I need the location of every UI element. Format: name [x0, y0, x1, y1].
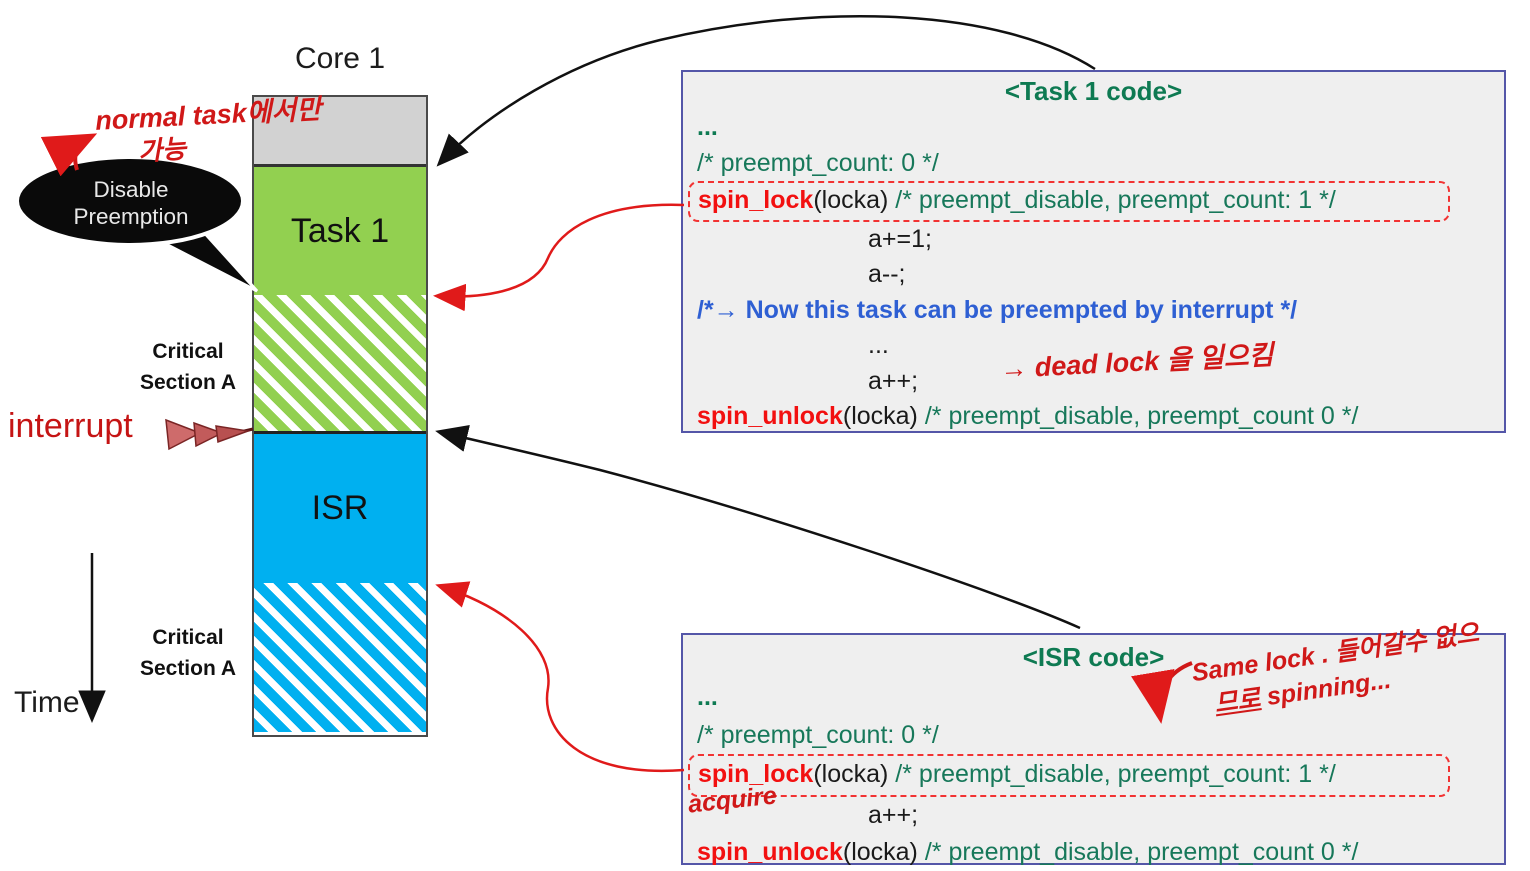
preempt-count-comment: /* preempt_count: 0 */	[697, 148, 939, 177]
task1-code-title: <Task 1 code>	[1004, 76, 1183, 106]
critical-section-label-isr: Critical Section A	[128, 622, 248, 684]
stmt-a-plus-1: a+=1;	[868, 224, 932, 253]
segment-normal-task	[254, 97, 426, 164]
spin-lock-args: (locka)	[813, 186, 889, 214]
bubble-line1: Disable	[93, 177, 169, 202]
spin-lock-comment: /* preempt_disable, preempt_count: 1 */	[888, 186, 1336, 214]
critical-label-line1: Critical	[152, 340, 224, 363]
handwritten-up-arrow	[40, 133, 98, 177]
spin-lock-line: spin_lock(locka) /* preempt_disable, pre…	[683, 181, 1504, 222]
arrow-isr-spinlock	[435, 581, 685, 773]
spin-lock-comment: /* preempt_disable, preempt_count: 1 */	[888, 760, 1336, 788]
stmt-a-plus-plus: a++;	[868, 800, 919, 829]
spin-lock-line: spin_lock(locka) /* preempt_disable, pre…	[683, 754, 1504, 797]
spin-unlock-args: (locka)	[842, 402, 918, 430]
spin-lock-args: (locka)	[813, 760, 889, 788]
isr-segment-label: ISR	[311, 489, 369, 527]
time-label: Time	[14, 686, 80, 719]
critical-label-line2: Section A	[139, 371, 237, 394]
handwritten-possible-note: 가능	[137, 133, 187, 167]
segment-task1: Task 1	[254, 164, 426, 295]
preemptable-note: /*→ Now this task can be preempted by in…	[697, 295, 1298, 324]
task1-segment-label: Task 1	[290, 211, 390, 250]
spin-unlock-fn: spin_unlock	[697, 838, 843, 866]
spin-lock-highlight-box: spin_lock(locka) /* preempt_disable, pre…	[688, 181, 1450, 222]
same-lock-underlined-word: 므로	[1212, 684, 1263, 719]
spin-lock-highlight-box: spin_lock(locka) /* preempt_disable, pre…	[688, 754, 1450, 797]
bubble-line2: Preemption	[73, 204, 189, 229]
critical-label-line1: Critical	[152, 626, 224, 649]
segment-critical-section-task1	[254, 295, 426, 431]
code-ellipsis-mid: ...	[868, 331, 889, 359]
arrow-isr-start	[435, 424, 1081, 630]
preempt-count-comment: /* preempt_count: 0 */	[697, 720, 939, 749]
code-ellipsis: ...	[697, 113, 718, 141]
isr-code-title: <ISR code>	[1022, 642, 1165, 672]
spin-lock-fn: spin_lock	[698, 760, 814, 788]
code-ellipsis: ...	[697, 683, 718, 711]
spin-unlock-line: spin_unlock(locka) /* preempt_disable, p…	[683, 399, 1504, 435]
interrupt-lightning-icon	[165, 418, 254, 451]
segment-isr: ISR	[254, 431, 426, 583]
spin-unlock-line: spin_unlock(locka) /* preempt_disable, p…	[683, 834, 1504, 871]
interrupt-label: interrupt	[8, 407, 133, 445]
segment-critical-section-isr	[254, 583, 426, 732]
spin-unlock-args: (locka)	[842, 838, 918, 866]
arrow-task1-spinlock	[433, 203, 685, 312]
critical-label-line2: Section A	[139, 657, 237, 680]
spin-unlock-comment: /* preempt_disable, preempt_count 0 */	[917, 402, 1359, 430]
spin-unlock-comment: /* preempt_disable, preempt_count 0 */	[917, 838, 1359, 866]
isr-code-box: <ISR code> ... /* preempt_count: 0 */ sp…	[681, 633, 1506, 866]
stmt-a-plus-plus: a++;	[868, 366, 919, 395]
critical-section-label-task: Critical Section A	[128, 336, 248, 398]
spin-unlock-fn: spin_unlock	[697, 402, 843, 430]
core1-timeline-bar: Task 1 ISR	[252, 95, 428, 737]
stmt-a-minus: a--;	[868, 260, 906, 288]
core-label: Core 1	[294, 42, 386, 75]
spin-lock-fn: spin_lock	[698, 186, 814, 214]
disable-preemption-bubble-text: Disable Preemption	[18, 176, 244, 230]
